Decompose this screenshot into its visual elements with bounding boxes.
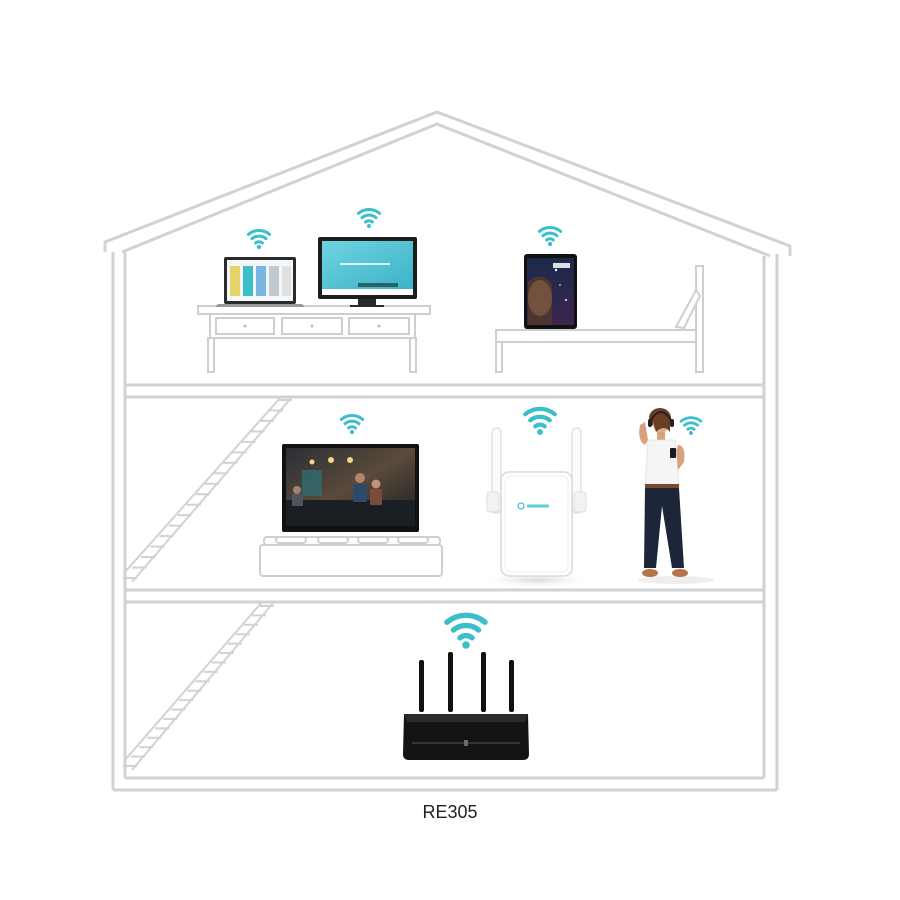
product-model-caption: RE305	[422, 802, 478, 822]
wifi-icon	[356, 208, 382, 229]
desk	[197, 305, 431, 373]
house-outline	[103, 110, 792, 792]
wifi-icon	[339, 414, 365, 435]
wifi-icon	[537, 226, 563, 247]
desktop-monitor	[318, 237, 417, 307]
sofa	[259, 536, 443, 577]
wifi-router	[403, 652, 529, 760]
tp-link-logo	[517, 502, 549, 510]
person-with-headphones	[638, 408, 714, 584]
wifi-icon	[444, 612, 488, 649]
range-extender	[477, 427, 597, 588]
television	[282, 444, 419, 532]
laptop	[215, 257, 305, 307]
bed	[495, 265, 704, 373]
wifi-icon	[246, 229, 272, 250]
wifi-icon	[523, 406, 557, 435]
wifi-icon	[679, 416, 703, 435]
stairs-middle	[123, 396, 293, 583]
stairs-lower	[123, 601, 275, 771]
tablet	[524, 254, 577, 329]
